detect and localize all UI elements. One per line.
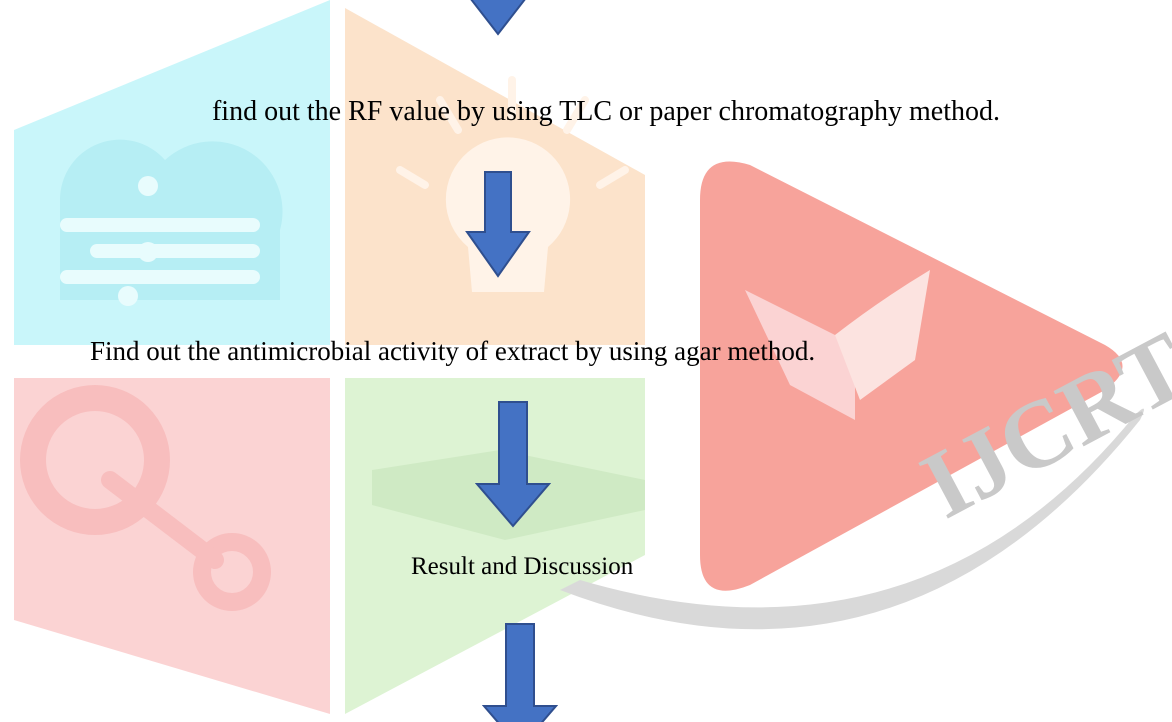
- swoosh: [560, 408, 1144, 630]
- down-arrow-icon: [465, 171, 531, 278]
- down-arrow-icon: [470, 0, 526, 36]
- down-arrow-icon: [475, 401, 551, 528]
- flowchart-step-antimicrobial-activity: Find out the antimicrobial activity of e…: [90, 336, 816, 366]
- gears-icon: [14, 378, 330, 714]
- down-arrow-icon: [482, 623, 558, 722]
- cloud-circuit-icon: [14, 0, 330, 345]
- flowchart-step-rf-value: find out the RF value by using TLC or pa…: [211, 96, 1000, 127]
- book-play-icon: [700, 161, 1123, 591]
- flowchart-step-result-discussion: Result and Discussion: [411, 553, 634, 580]
